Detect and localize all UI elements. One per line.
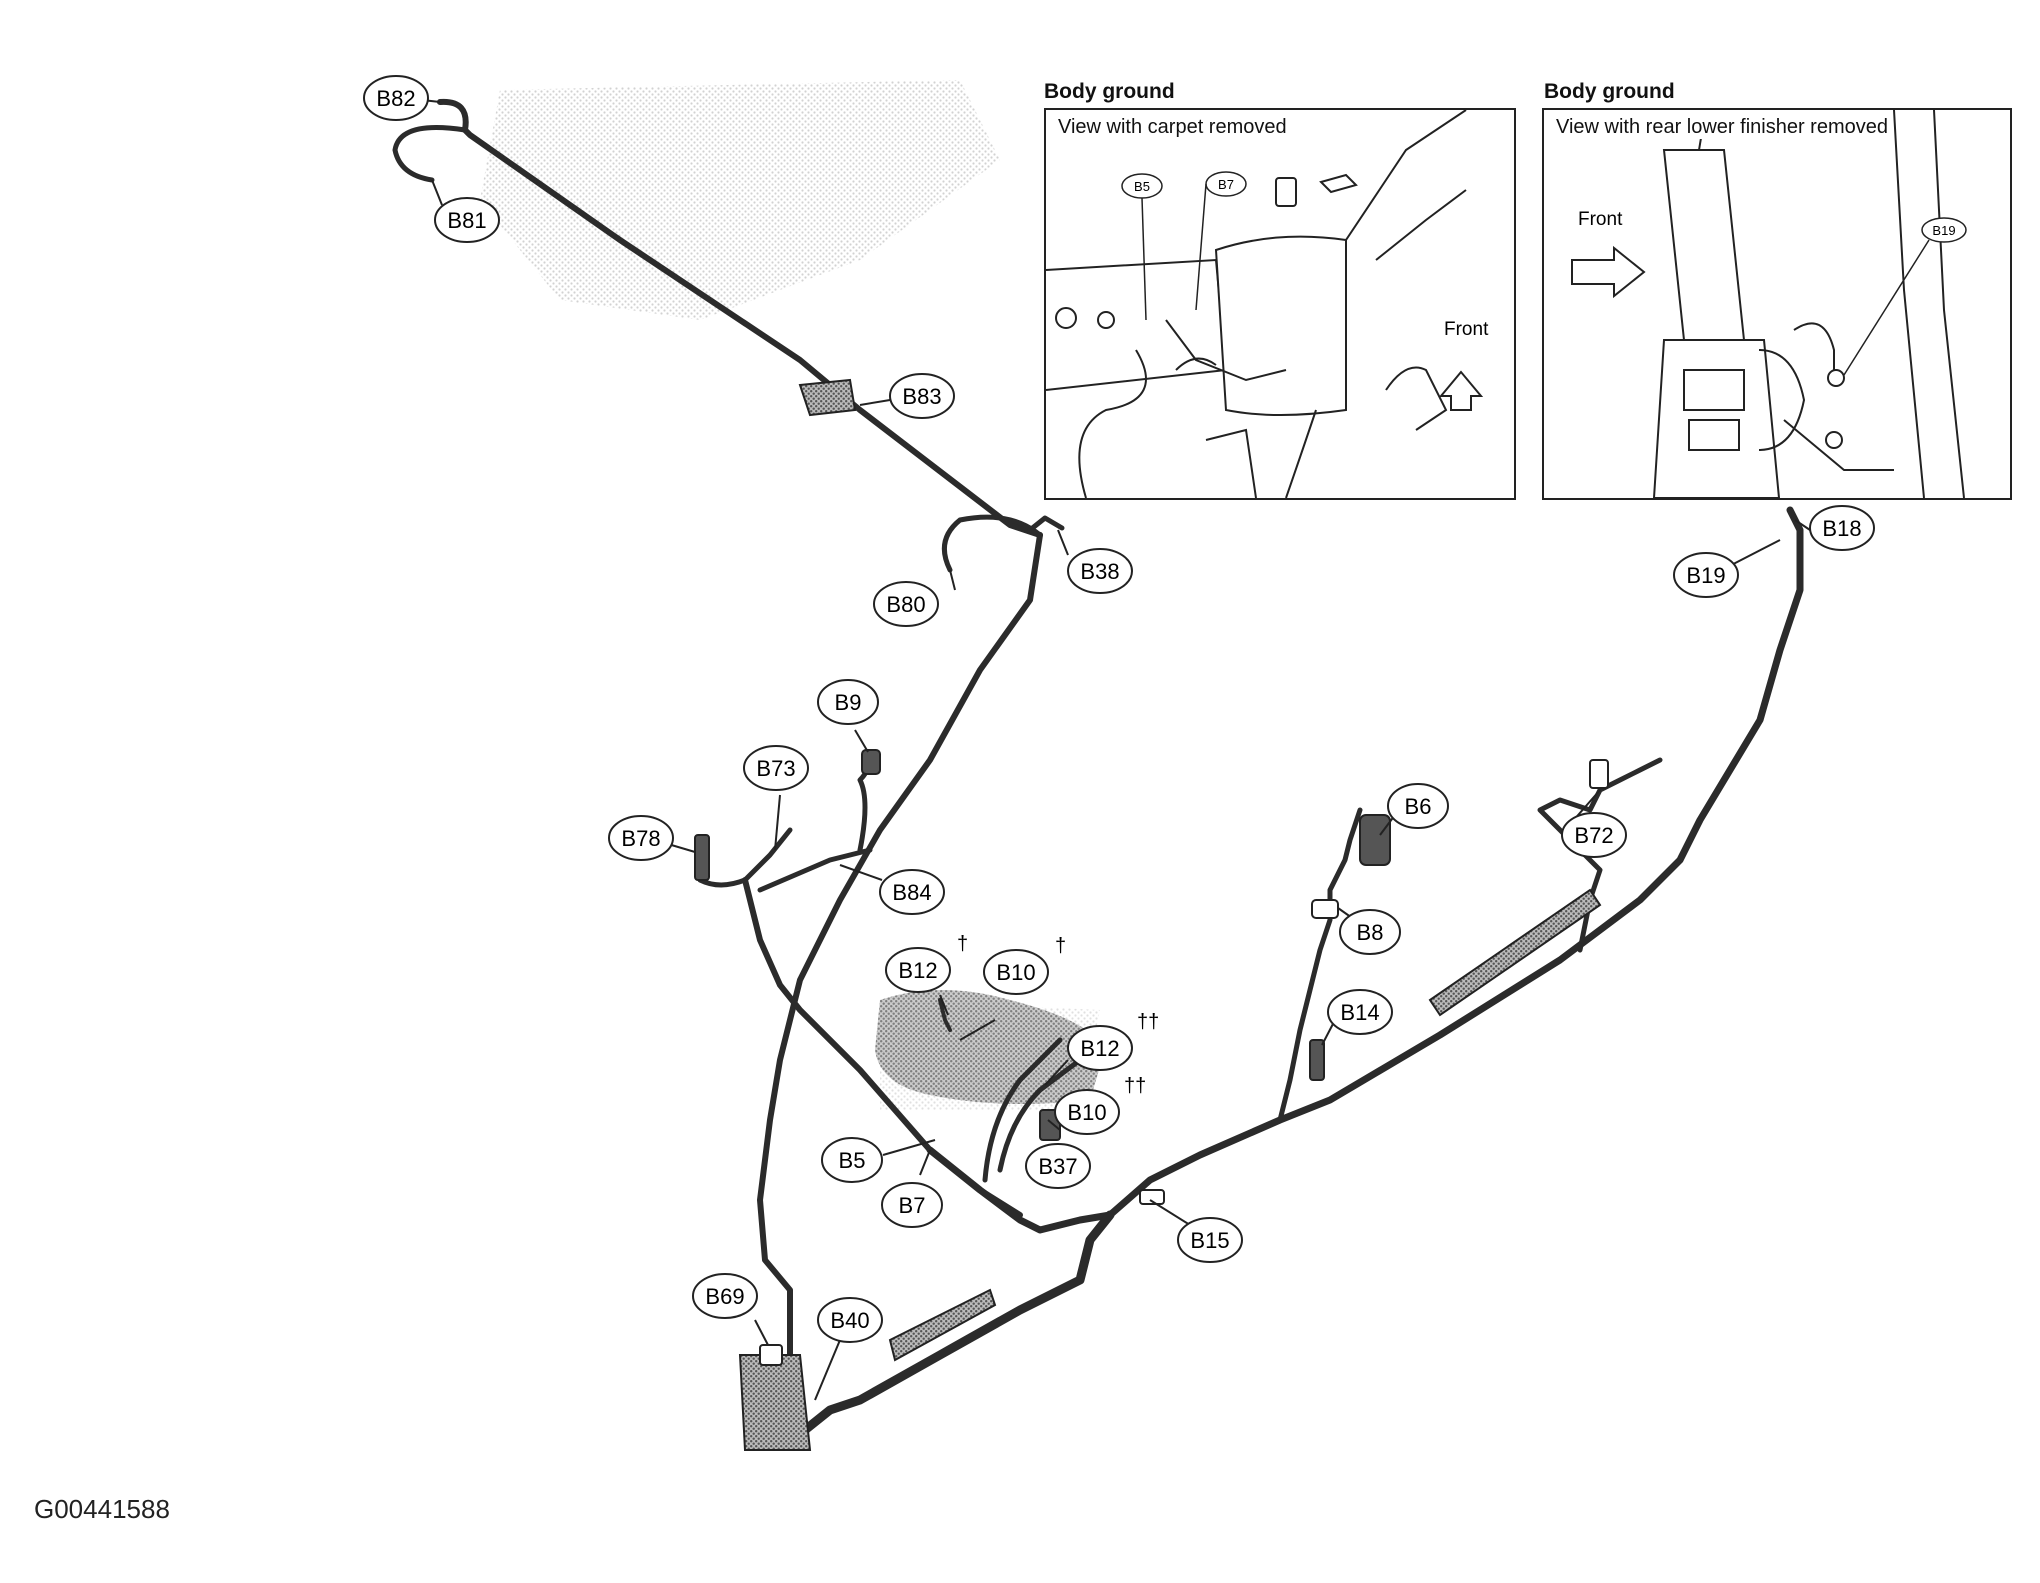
label-b73[interactable]: B73 xyxy=(743,745,809,791)
label-b15-text: B15 xyxy=(1190,1228,1229,1253)
label-b6[interactable]: B6 xyxy=(1387,783,1449,829)
label-b10-double[interactable]: B10 †† xyxy=(1054,1075,1146,1135)
label-b82-text: B82 xyxy=(376,86,415,111)
harness-conduit xyxy=(738,378,1602,1451)
label-b69[interactable]: B69 xyxy=(692,1273,758,1319)
label-b10-single-text: B10 xyxy=(996,960,1035,985)
label-b12-double-mark: †† xyxy=(1137,1011,1159,1033)
inset2-caption: View with rear lower finisher removed xyxy=(1556,116,1892,139)
label-b84-text: B84 xyxy=(892,880,931,905)
label-b6-text: B6 xyxy=(1405,794,1432,819)
label-b10-double-text: B10 xyxy=(1067,1100,1106,1125)
inset1-front-label: Front xyxy=(1444,319,1489,340)
label-b40[interactable]: B40 xyxy=(817,1297,883,1343)
label-b72[interactable]: B72 xyxy=(1561,812,1627,858)
label-b12-single-mark: † xyxy=(957,933,968,955)
inset1-title: Body ground xyxy=(1044,80,1175,103)
label-b81[interactable]: B81 xyxy=(434,197,500,243)
label-b12-double-text: B12 xyxy=(1080,1036,1119,1061)
label-b10-single-mark: † xyxy=(1055,935,1066,957)
inset2-front-label: Front xyxy=(1578,209,1623,230)
inset1-b7-label: B7 xyxy=(1218,177,1234,192)
inset2-b19-label: B19 xyxy=(1932,223,1955,238)
label-b14[interactable]: B14 xyxy=(1327,989,1393,1035)
label-b19-text: B19 xyxy=(1686,563,1725,588)
label-b10-single[interactable]: B10 † xyxy=(983,935,1066,995)
label-b40-text: B40 xyxy=(830,1308,869,1333)
label-b80[interactable]: B80 xyxy=(873,581,939,627)
label-b18-text: B18 xyxy=(1822,516,1861,541)
connector-bodies xyxy=(694,749,1609,1366)
label-b38[interactable]: B38 xyxy=(1067,548,1133,594)
inset1-b5-label: B5 xyxy=(1134,179,1150,194)
label-b12-single-text: B12 xyxy=(898,958,937,983)
label-b84[interactable]: B84 xyxy=(879,869,945,915)
label-b7-text: B7 xyxy=(899,1193,926,1218)
label-b78-text: B78 xyxy=(621,826,660,851)
inset2-front-arrow xyxy=(1571,245,1646,299)
inset2-drawing: Front B19 xyxy=(1571,110,1967,498)
figure-id: G00441588 xyxy=(34,1494,170,1524)
shaded-floor-region xyxy=(875,990,1105,1104)
label-b83-text: B83 xyxy=(902,384,941,409)
label-b12-single[interactable]: B12 † xyxy=(885,933,968,993)
label-b5[interactable]: B5 xyxy=(821,1137,883,1183)
label-b82[interactable]: B82 xyxy=(363,75,429,121)
label-b14-text: B14 xyxy=(1340,1000,1379,1025)
inset1-drawing: Front B5 B7 xyxy=(1046,110,1489,498)
label-b8[interactable]: B8 xyxy=(1339,909,1401,955)
label-b5-text: B5 xyxy=(839,1148,866,1173)
label-b8-text: B8 xyxy=(1357,920,1384,945)
label-b37[interactable]: B37 xyxy=(1025,1143,1091,1189)
label-b18[interactable]: B18 xyxy=(1809,505,1875,551)
label-b78[interactable]: B78 xyxy=(608,815,674,861)
label-b10-double-mark: †† xyxy=(1124,1075,1146,1097)
inset1-box: Front B5 B7 View with carpet removed xyxy=(1044,108,1516,500)
label-b9-text: B9 xyxy=(835,690,862,715)
label-b9[interactable]: B9 xyxy=(817,679,879,725)
label-b38-text: B38 xyxy=(1080,559,1119,584)
label-b12-double[interactable]: B12 †† xyxy=(1067,1011,1159,1071)
inset1-caption: View with carpet removed xyxy=(1058,116,1291,139)
connector-labels: B82 B81 B83 B38 B80 B9 B73 B78 xyxy=(363,75,1875,1343)
label-b81-text: B81 xyxy=(447,208,486,233)
inset2-title: Body ground xyxy=(1544,80,1675,103)
label-b80-text: B80 xyxy=(886,592,925,617)
label-b7[interactable]: B7 xyxy=(881,1182,943,1228)
label-b73-text: B73 xyxy=(756,756,795,781)
label-b72-text: B72 xyxy=(1574,823,1613,848)
inset1-front-arrow xyxy=(1438,370,1484,411)
label-b37-text: B37 xyxy=(1038,1154,1077,1179)
inset2-box: Front B19 View with rear lower finisher … xyxy=(1542,108,2012,500)
label-b69-text: B69 xyxy=(705,1284,744,1309)
label-b19[interactable]: B19 xyxy=(1673,552,1739,598)
label-b15[interactable]: B15 xyxy=(1177,1217,1243,1263)
label-b83[interactable]: B83 xyxy=(889,373,955,419)
